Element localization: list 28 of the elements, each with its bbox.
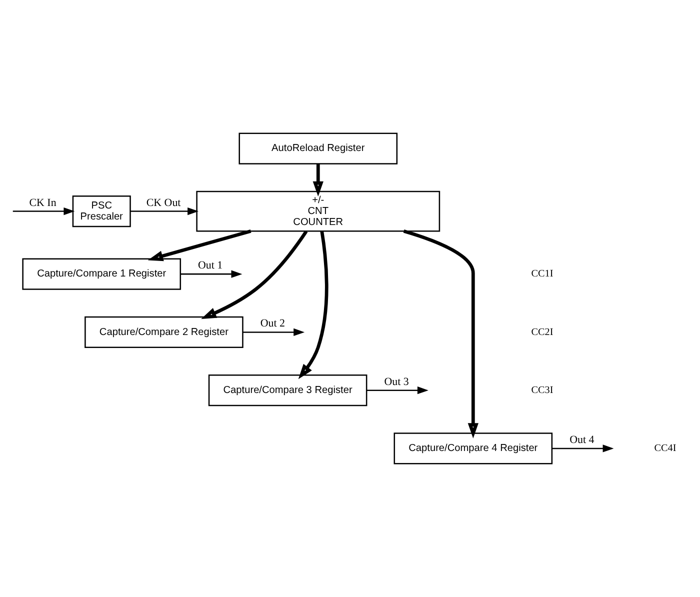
edge-label: Out 2 [260,318,286,330]
node-box: +/- CNT COUNTER [196,190,440,232]
node-box: Capture/Compare 2 Register [84,316,244,348]
node-box: AutoReload Register [238,132,398,164]
node-box: Capture/Compare 3 Register [208,374,368,406]
arrow [148,230,252,262]
label: CC4I [654,443,676,454]
edge-label: Out 1 [198,260,223,272]
arrow [403,230,478,438]
node-box: Capture/Compare 4 Register [394,432,553,464]
label: CC3I [531,384,554,396]
arrow [312,164,324,197]
arrow [366,386,428,394]
label: CC2I [531,326,554,338]
arrow [298,230,328,380]
node-box: Capture/Compare 1 Register [22,258,182,290]
arrow [180,270,242,278]
label: CC1I [531,268,554,280]
arrow [242,328,305,336]
edge-label: Out 4 [570,434,594,446]
arrow [201,230,308,319]
arrow [130,207,199,216]
edge-label: Out 3 [384,376,409,388]
edge-label: CK Out [146,196,181,209]
node-box: PSC Prescaler [72,196,131,228]
arrow [12,207,75,216]
edge-label: CK In [29,196,56,209]
arrow [552,444,614,452]
